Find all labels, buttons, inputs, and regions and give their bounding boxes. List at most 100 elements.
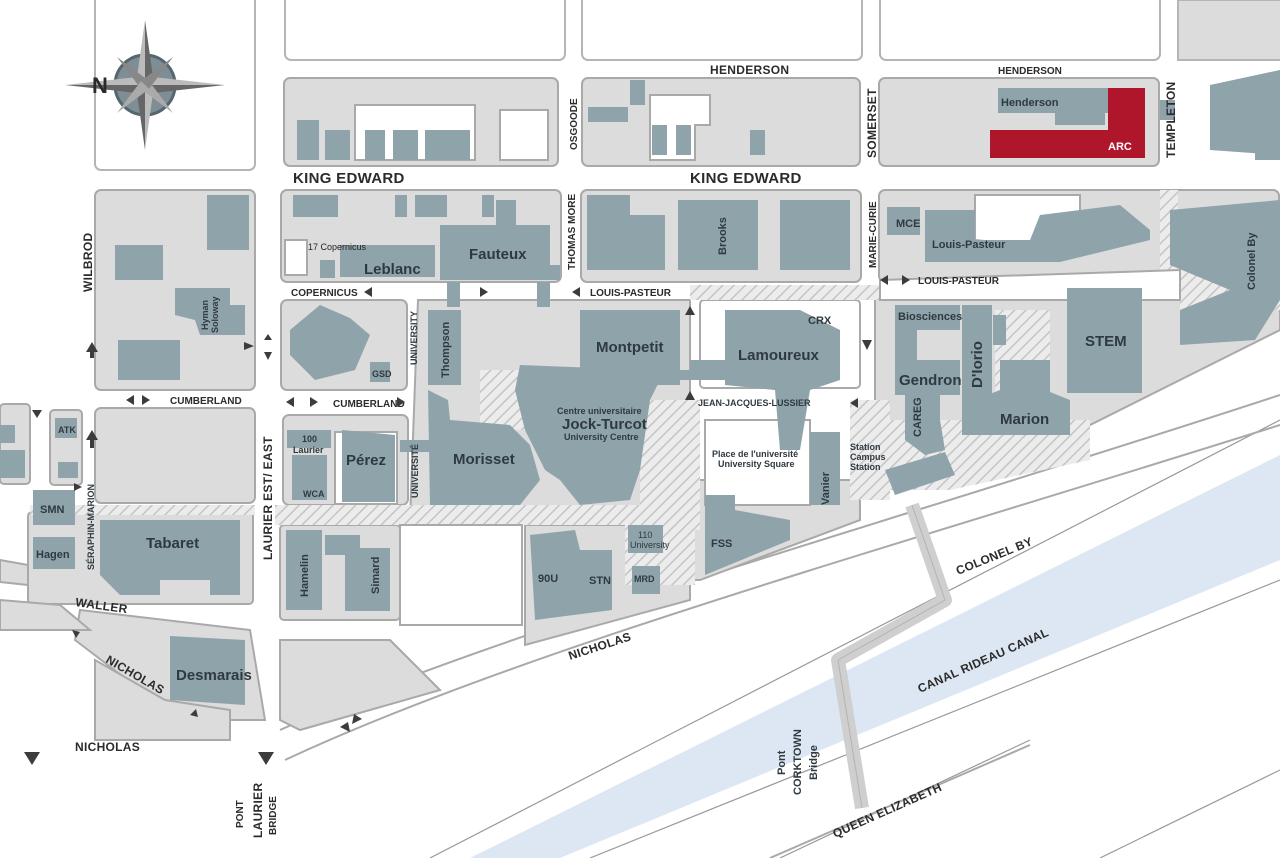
building-90u: 90U [538,573,558,585]
building-desmarais: Desmarais [176,667,252,684]
building-marion: Marion [1000,411,1049,428]
svg-text:Campus: Campus [850,452,886,462]
station-campus: Station Campus Station [850,442,886,472]
compass-rose: N [65,20,225,150]
building-gendron: Gendron [899,372,962,389]
svg-text:University Square: University Square [718,459,795,469]
building-crx: CRX [808,315,832,327]
arrow-icon [685,391,695,400]
svg-text:BRIDGE: BRIDGE [268,796,279,835]
street-nicholas: NICHOLAS [75,740,140,754]
building-110-university: 110 University [630,530,670,550]
building-colonel-by: Colonel By [1246,232,1258,290]
traffic-arrows [24,275,910,765]
svg-text:Station: Station [850,462,881,472]
building-fss: FSS [711,538,732,550]
building-smn: SMN [40,504,65,516]
arrow-icon [310,397,318,407]
street-louis-pasteur: LOUIS-PASTEUR [918,276,1000,287]
arrow-icon [572,287,580,297]
svg-text:Centre universitaire: Centre universitaire [557,406,642,416]
street-louis-pasteur: LOUIS-PASTEUR [590,288,672,299]
svg-text:Laurier: Laurier [293,445,324,455]
arrow-icon [902,275,910,285]
svg-text:Pont: Pont [776,750,788,775]
building-labels: Henderson ARC MCE Louis-Pasteur Colonel … [36,97,1258,684]
building-mrd: MRD [634,574,655,584]
arrow-icon [264,352,272,360]
arrow-icon [364,287,372,297]
svg-text:Jock-Turcot: Jock-Turcot [562,416,647,433]
street-universite: UNIVERSITÉ [410,444,420,498]
building-lamoureux: Lamoureux [738,347,820,364]
arrow-icon [685,306,695,315]
building-louis-pasteur: Louis-Pasteur [932,239,1006,251]
place-universite: Place de l'université University Square [712,449,798,469]
building-hyman-soloway: Hyman Soloway [200,296,220,333]
building-jock-turcot: Centre universitaire Jock-Turcot Univers… [557,406,647,442]
building-stn: STN [589,575,611,587]
svg-text:Station: Station [850,442,881,452]
building-morisset: Morisset [453,451,515,468]
building-100-laurier: 100 Laurier [293,434,324,455]
svg-text:100: 100 [302,434,317,444]
building-careg: CAREG [912,397,924,437]
building-vanier: Vanier [820,471,832,505]
arrow-icon [862,340,872,350]
street-king-edward: KING EDWARD [293,170,405,187]
arrow-icon [32,410,42,418]
street-laurier: LAURIER EST/ EAST [261,436,275,560]
building-hagen: Hagen [36,549,70,561]
building-17-copernicus: 17 Copernicus [308,242,367,252]
building-wca: WCA [303,489,325,499]
arrow-icon [480,287,488,297]
street-henderson: HENDERSON [998,66,1062,77]
arrow-icon [264,334,272,340]
building-arc: ARC [1108,141,1132,153]
street-cumberland: CUMBERLAND [333,399,405,410]
building-biosciences: Biosciences [898,311,962,323]
building-leblanc: Leblanc [364,261,421,278]
building-stem: STEM [1085,333,1127,350]
building-atk: ATK [58,425,76,435]
street-jean-jacques-lussier: JEAN-JACQUES-LUSSIER [698,398,811,408]
building-diorio: D'Iorio [969,341,986,388]
buildings [0,70,1280,705]
building-brooks: Brooks [717,217,729,255]
street-cumberland: CUMBERLAND [170,396,242,407]
street-copernicus: COPERNICUS [291,288,358,299]
street-university: UNIVERSITY [409,311,419,365]
arrow-icon [74,483,82,491]
corktown-bridge-label: Pont CORKTOWN Bridge [776,729,820,795]
street-henderson: HENDERSON [710,63,789,77]
building-hamelin: Hamelin [299,554,311,597]
arrow-icon [880,275,888,285]
arrow-icon [850,398,858,408]
arrow-icon [397,397,405,407]
svg-text:University Centre: University Centre [564,432,639,442]
building-fauteux: Fauteux [469,246,527,263]
svg-text:110: 110 [638,530,652,540]
building-thompson: Thompson [440,322,452,378]
building-gsd: GSD [372,369,392,379]
svg-text:Hyman: Hyman [200,300,210,330]
svg-text:University: University [630,540,670,550]
street-thomas-more: THOMAS MORE [567,194,578,270]
svg-text:CORKTOWN: CORKTOWN [792,729,804,795]
building-henderson: Henderson [1001,97,1059,109]
building-simard: Simard [370,557,382,594]
arrow-icon [86,342,98,358]
arrow-icon [86,430,98,448]
pont-laurier-label: PONT LAURIER BRIDGE [235,783,279,838]
svg-text:Bridge: Bridge [808,745,820,780]
arrow-icon [286,397,294,407]
arrow-icon [190,709,198,717]
svg-text:Soloway: Soloway [210,296,220,333]
svg-text:Place de l'université: Place de l'université [712,449,798,459]
street-wilbrod: WILBROD [81,233,95,292]
arrow-icon [24,752,40,765]
building-tabaret: Tabaret [146,535,199,552]
street-osgoode: OSGOODE [569,98,580,150]
street-seraphin-marion: SÉRAPHIN-MARION [86,484,96,570]
